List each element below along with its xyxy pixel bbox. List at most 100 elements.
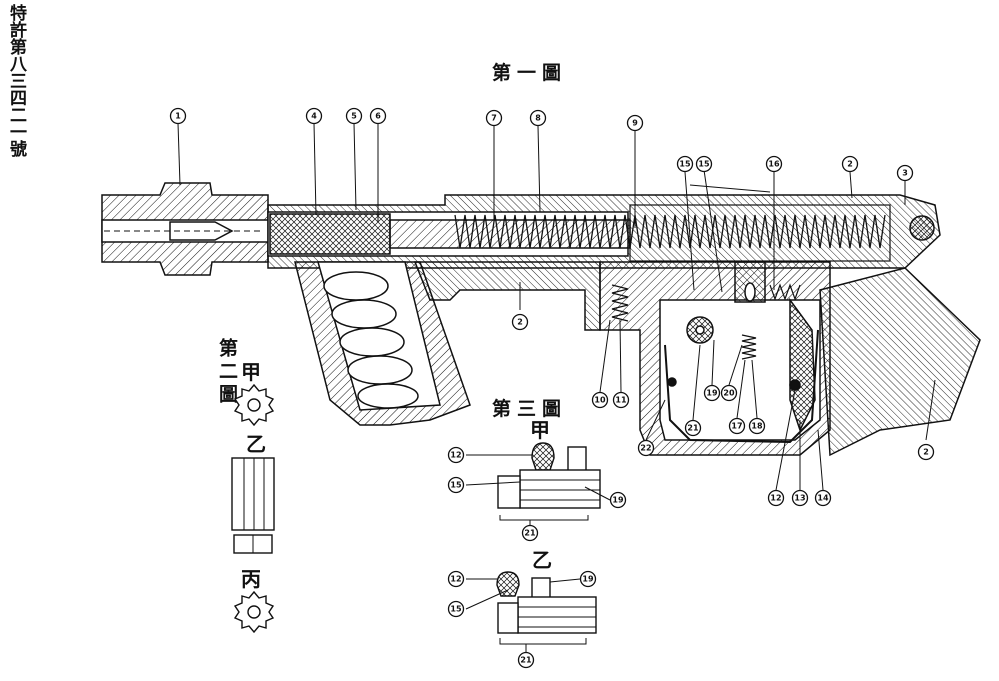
figure-2-label-c: 丙	[241, 567, 261, 591]
fig3-detail-b	[496, 571, 597, 653]
callout-circle	[791, 489, 809, 507]
callout-circle	[517, 651, 535, 669]
fig1-cartridge-chamber	[169, 221, 234, 241]
callout-fig1-12: 12	[767, 489, 785, 507]
callout-fig1-17: 17	[728, 417, 746, 435]
callout-circle	[447, 570, 465, 588]
callout-circle	[814, 489, 832, 507]
callout-fig1-16: 16	[765, 155, 783, 173]
callout-circle	[626, 114, 644, 132]
callout-number: 12	[770, 494, 781, 503]
callout-circle	[305, 107, 323, 125]
patent-number-header: 特許第八三四二一號	[6, 4, 26, 157]
callout-fig3a-12: 12	[447, 446, 465, 464]
callout-circle	[676, 155, 694, 173]
callout-fig3b-12: 12	[447, 570, 465, 588]
callout-circle	[695, 155, 713, 173]
callout-number: 17	[731, 422, 742, 431]
callout-fig1-22: 22	[637, 439, 655, 457]
callout-circle	[637, 439, 655, 457]
callout-number: 13	[794, 494, 805, 503]
callout-number: 19	[612, 496, 624, 505]
callout-number: 15	[450, 481, 462, 490]
callout-number: 4	[311, 112, 317, 121]
callout-fig1-2: 2	[841, 155, 859, 173]
callout-fig1-8: 8	[529, 109, 547, 127]
callout-number: 12	[450, 575, 461, 584]
fig1-pistol-section	[101, 182, 981, 457]
callout-fig1-19: 19	[703, 384, 721, 402]
callout-circle	[447, 446, 465, 464]
callout-fig1-21: 21	[684, 419, 702, 437]
callout-circle	[703, 384, 721, 402]
callout-circle	[609, 491, 627, 509]
callout-circle	[896, 164, 914, 182]
callout-number: 12	[450, 451, 461, 460]
figure-3-label-a: 甲	[530, 418, 550, 442]
fig1-bolt	[269, 213, 391, 255]
callout-number: 15	[450, 605, 462, 614]
fig2-gear-a	[233, 383, 275, 427]
callout-fig1-4: 4	[305, 107, 323, 125]
callout-fig3b-21: 21	[517, 651, 535, 669]
callout-fig1-6: 6	[369, 107, 387, 125]
callout-circle	[612, 391, 630, 409]
fig3-leader-lines	[465, 454, 611, 610]
callout-number: 16	[768, 160, 780, 169]
fig3-detail-a	[497, 442, 601, 530]
callout-fig1-2: 2	[917, 443, 935, 461]
callout-number: 21	[524, 529, 536, 538]
callout-fig1-1: 1	[169, 107, 187, 125]
callout-circle	[579, 570, 597, 588]
callout-fig3b-15: 15	[447, 600, 465, 618]
callout-circle	[169, 107, 187, 125]
callout-fig1-14: 14	[814, 489, 832, 507]
callout-fig1-3: 3	[896, 164, 914, 182]
callout-circle	[684, 419, 702, 437]
callout-circle	[447, 600, 465, 618]
callout-circle	[841, 155, 859, 173]
callout-circle	[720, 384, 738, 402]
callout-number: 21	[520, 656, 532, 665]
callout-circle	[917, 443, 935, 461]
callout-circle	[767, 489, 785, 507]
callout-number: 21	[687, 424, 699, 433]
callout-fig3a-19: 19	[609, 491, 627, 509]
figure-3-label-b: 乙	[532, 548, 552, 572]
callout-number: 18	[751, 422, 763, 431]
callout-number: 19	[582, 575, 594, 584]
figure-2-label-a: 甲	[241, 360, 261, 384]
callout-number: 2	[923, 448, 929, 457]
callout-fig3a-15: 15	[447, 476, 465, 494]
callout-circle	[345, 107, 363, 125]
callout-circle	[765, 155, 783, 173]
callout-fig1-7: 7	[485, 109, 503, 127]
callout-number: 15	[679, 160, 691, 169]
callout-number: 19	[706, 389, 718, 398]
fig1-leader-lines	[177, 122, 936, 491]
callout-number: 9	[632, 119, 638, 128]
figure-1-title: 第一圖	[492, 62, 568, 84]
callout-circle	[728, 417, 746, 435]
callout-fig1-2: 2	[511, 313, 529, 331]
figure-2-label-b: 乙	[246, 432, 266, 456]
fig2-gear-c	[233, 590, 275, 634]
callout-circle	[511, 313, 529, 331]
callout-fig3b-19: 19	[579, 570, 597, 588]
callout-number: 20	[723, 389, 735, 398]
callout-number: 6	[375, 112, 381, 121]
callout-fig1-11: 11	[612, 391, 630, 409]
figure-2-title: 第二圖	[216, 338, 238, 407]
callout-fig1-15: 15	[676, 155, 694, 173]
callout-fig1-18: 18	[748, 417, 766, 435]
callout-fig1-5: 5	[345, 107, 363, 125]
callout-number: 7	[491, 114, 497, 123]
callout-number: 5	[351, 112, 357, 121]
callout-fig1-15: 15	[695, 155, 713, 173]
callout-circle	[591, 391, 609, 409]
callout-number: 1	[175, 112, 181, 121]
callout-number: 8	[535, 114, 541, 123]
callout-circle	[748, 417, 766, 435]
